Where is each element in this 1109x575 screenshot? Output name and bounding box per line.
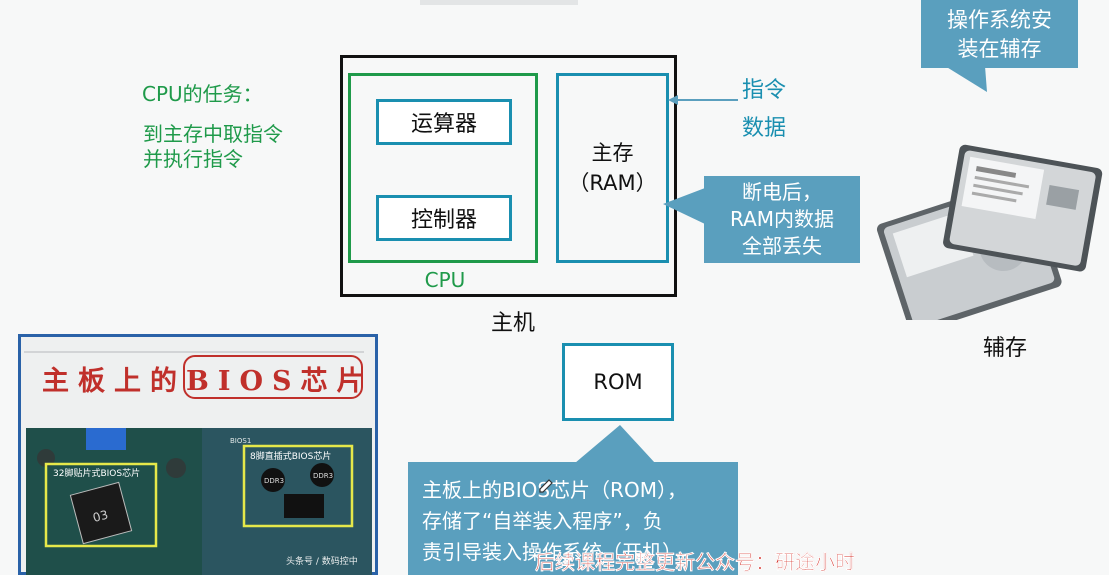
os-callout-pointer xyxy=(945,66,987,92)
rom-box: ROM xyxy=(562,343,674,421)
motherboard-title-chip: BIOS芯片 xyxy=(186,366,373,397)
cpu-box xyxy=(348,73,538,263)
ram-callout-line-3: 全部丢失 xyxy=(742,234,822,258)
left-chip-caption: 32脚贴片式BIOS芯片 xyxy=(53,467,140,479)
top-edge-mark xyxy=(420,0,578,5)
cpu-task-line-1: 到主存中取指令 xyxy=(143,122,283,146)
ram-callout: 断电后， RAM内数据 全部丢失 xyxy=(704,176,860,263)
ddr-right-label: DDR3 xyxy=(313,472,333,480)
rom-callout: 主板上的BIOS芯片（ROM）， 存储了“自举装入程序”，负 责引导装入操作系统… xyxy=(408,462,738,575)
ram-callout-line-2: RAM内数据 xyxy=(729,207,835,231)
motherboard-title-prefix: 主板上的 xyxy=(42,366,186,397)
ram-callout-line-1: 断电后， xyxy=(742,180,822,204)
rom-callout-pointer xyxy=(575,425,655,463)
host-box xyxy=(340,55,677,297)
bios-highlight-outline xyxy=(183,355,363,399)
rom-callout-line-2: 存储了“自举装入程序”，负 xyxy=(422,509,663,533)
board-silkscreen-label: BIOS1 xyxy=(230,437,251,445)
rom-callout-line-3: 责引导装入操作系统（开机） xyxy=(422,540,682,564)
os-callout: 操作系统安 装在辅存 xyxy=(921,0,1078,68)
os-callout-line-2: 装在辅存 xyxy=(957,37,1042,61)
cpu-task-title: CPU的任务： xyxy=(142,82,263,106)
motherboard-title: 主板上的BIOS芯片 xyxy=(42,359,372,398)
cpu-task-line-2: 并执行指令 xyxy=(143,147,243,171)
main-memory-label: 主存 xyxy=(591,141,634,165)
aux-storage-label: 辅存 xyxy=(982,336,1027,361)
photo-watermark: 头条号 / 数码控中 xyxy=(286,555,358,567)
motherboard-photo: 32脚贴片式BIOS芯片 03 BIOS1 8脚直插式BIOS芯片 DDR3 D… xyxy=(26,428,372,575)
data-label: 数据 xyxy=(742,116,787,141)
control-unit-box: 控制器 xyxy=(376,195,512,241)
main-memory-box: 主存 （RAM） xyxy=(556,73,669,263)
ram-label: （RAM） xyxy=(568,171,657,195)
right-chip-caption: 8脚直插式BIOS芯片 xyxy=(250,450,331,462)
os-callout-line-1: 操作系统安 xyxy=(947,8,1052,32)
panel-rule xyxy=(24,351,364,353)
footer-banner: 后续课程完整更新公众号：研途小时 xyxy=(535,550,855,574)
pencil-cursor-icon xyxy=(539,479,553,493)
alu-box: 运算器 xyxy=(376,99,512,145)
ddr-left-label: DDR3 xyxy=(264,477,284,485)
rom-callout-line-1: 主板上的BIOS芯片（ROM）， xyxy=(422,478,687,502)
arrow-left-icon xyxy=(668,95,738,105)
hard-drive-icon xyxy=(876,144,1103,320)
instructions-label: 指令 xyxy=(742,78,787,103)
ram-callout-pointer xyxy=(663,188,705,224)
cpu-label: CPU xyxy=(424,268,466,292)
host-label: 主机 xyxy=(490,311,535,336)
chip-mark-label: 03 xyxy=(91,508,109,525)
